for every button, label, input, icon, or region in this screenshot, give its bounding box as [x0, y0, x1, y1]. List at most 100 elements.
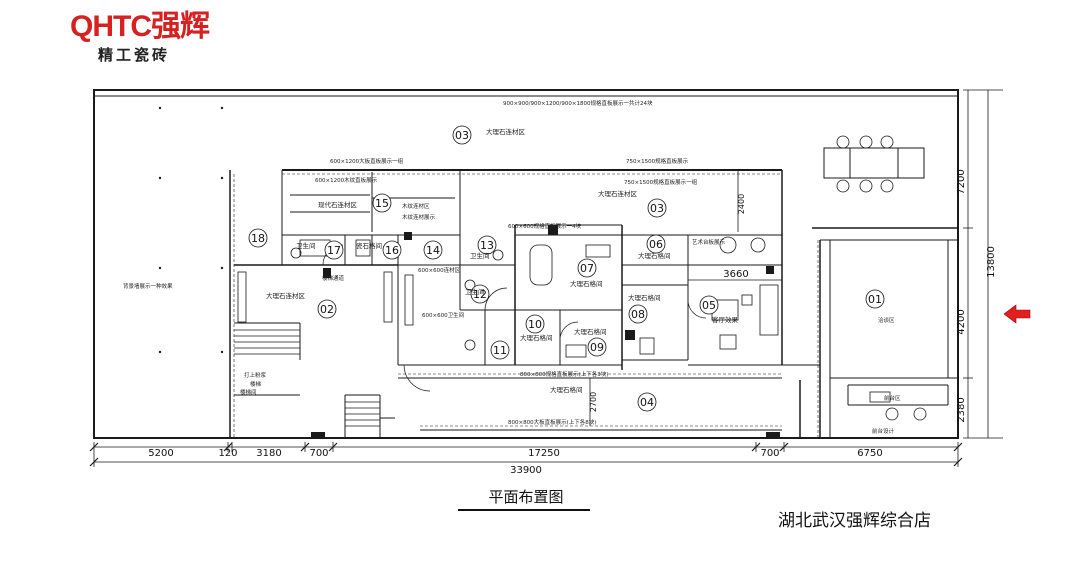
dimension-ticks — [89, 442, 963, 467]
svg-text:03: 03 — [650, 202, 664, 215]
svg-text:卫生间: 卫生间 — [465, 287, 485, 296]
svg-text:10: 10 — [528, 318, 542, 331]
brand-name: QHTC强辉 — [70, 10, 210, 43]
plan-title-underline — [458, 509, 590, 511]
svg-text:16: 16 — [385, 244, 399, 257]
entrance-arrow-icon — [1003, 304, 1031, 324]
room-06: 06 — [646, 234, 666, 254]
svg-text:600×1200木纹直板展示: 600×1200木纹直板展示 — [315, 176, 378, 184]
svg-text:木纹连材展示: 木纹连材展示 — [402, 213, 436, 221]
svg-text:楼梯通道: 楼梯通道 — [322, 274, 345, 282]
svg-text:09: 09 — [590, 341, 604, 354]
room-17: 17 — [324, 240, 344, 260]
svg-text:大理石格间: 大理石格间 — [638, 251, 671, 260]
svg-text:大理石连材区: 大理石连材区 — [486, 127, 526, 136]
brand-tagline: 精工瓷砖 — [98, 46, 171, 64]
svg-text:18: 18 — [251, 232, 265, 245]
svg-text:大理石格间: 大理石格间 — [520, 333, 553, 342]
svg-text:12: 12 — [473, 288, 487, 301]
svg-text:600×1200大板直板展示一组: 600×1200大板直板展示一组 — [330, 157, 404, 165]
svg-text:600×600连材区: 600×600连材区 — [418, 266, 461, 274]
plan-title: 平面布置图 — [488, 488, 564, 506]
svg-text:大理石格间: 大理石格间 — [628, 293, 661, 302]
room-05: 05 — [699, 295, 719, 315]
room-11: 11 — [490, 340, 510, 360]
room-15: 15 — [372, 193, 392, 213]
svg-text:08: 08 — [631, 308, 645, 321]
walls — [93, 89, 959, 439]
svg-text:卫生间: 卫生间 — [470, 251, 490, 260]
room-01: 01 — [865, 289, 885, 309]
svg-text:750×1500规格直板展示一组: 750×1500规格直板展示一组 — [624, 178, 698, 186]
svg-text:3660: 3660 — [723, 269, 748, 280]
svg-text:大理石格间: 大理石格间 — [570, 279, 603, 288]
svg-text:13800: 13800 — [986, 246, 997, 278]
room-02: 02 — [317, 299, 337, 319]
room-10: 10 — [525, 314, 545, 334]
svg-text:洽谈区: 洽谈区 — [878, 316, 895, 324]
svg-text:瓷石格间: 瓷石格间 — [356, 241, 382, 250]
svg-text:2700: 2700 — [589, 392, 598, 412]
dimension-lines — [93, 89, 1003, 467]
display-rails — [233, 173, 819, 437]
fixtures — [158, 106, 780, 438]
svg-text:13: 13 — [480, 239, 494, 252]
room-16: 16 — [382, 240, 402, 260]
store-name: 湖北武汉强辉综合店 — [778, 511, 931, 531]
room-03-top: 03 — [452, 125, 472, 145]
svg-text:4200: 4200 — [956, 309, 967, 334]
room-03-mid: 03 — [647, 198, 667, 218]
svg-text:楼梯: 楼梯 — [250, 380, 262, 388]
room-13: 13 — [477, 235, 497, 255]
svg-text:17: 17 — [327, 244, 341, 257]
svg-text:07: 07 — [580, 262, 594, 275]
room-08: 08 — [628, 304, 648, 324]
svg-text:750×1500规格直板展示: 750×1500规格直板展示 — [626, 157, 689, 165]
svg-text:600×600卫生间: 600×600卫生间 — [422, 311, 464, 319]
svg-text:大理石格间: 大理石格间 — [574, 327, 607, 336]
svg-text:06: 06 — [649, 238, 663, 251]
svg-text:120: 120 — [218, 448, 237, 459]
svg-text:05: 05 — [702, 299, 716, 312]
dimension-text: 5200 120 3180 700 17250 700 6750 33900 7… — [148, 169, 997, 476]
svg-text:楼梯间: 楼梯间 — [240, 388, 257, 396]
svg-text:客厅效果: 客厅效果 — [712, 315, 739, 324]
brand-logo: QHTC强辉 精工瓷砖 — [70, 10, 240, 64]
room-labels: 大理石连材区 大理石连材区 大理石连材区 大理石格间 客厅效果 大理石格间 大理… — [266, 127, 739, 394]
svg-text:5200: 5200 — [148, 448, 173, 459]
svg-text:卫生间: 卫生间 — [296, 241, 316, 250]
svg-text:01: 01 — [868, 293, 882, 306]
svg-text:背景墙展示一种效果: 背景墙展示一种效果 — [123, 282, 173, 290]
svg-text:2400: 2400 — [737, 194, 746, 214]
svg-text:700: 700 — [760, 448, 779, 459]
svg-text:600×600规格直板展示一4块: 600×600规格直板展示一4块 — [508, 222, 582, 230]
svg-text:02: 02 — [320, 303, 334, 316]
room-04: 04 — [637, 392, 657, 412]
svg-text:大理石连材区: 大理石连材区 — [598, 189, 638, 198]
svg-text:3180: 3180 — [256, 448, 281, 459]
room-12: 12 — [470, 284, 490, 304]
svg-text:打上粉浆: 打上粉浆 — [244, 371, 267, 379]
svg-text:大理石格间: 大理石格间 — [550, 385, 583, 394]
svg-text:现代石连材区: 现代石连材区 — [318, 200, 358, 209]
furniture — [237, 135, 927, 421]
svg-text:15: 15 — [375, 197, 389, 210]
svg-text:2380: 2380 — [956, 397, 967, 422]
svg-text:800×800规格直板展示(上下各3块): 800×800规格直板展示(上下各3块) — [520, 370, 608, 378]
svg-text:03: 03 — [455, 129, 469, 142]
room-14: 14 — [423, 240, 443, 260]
notes: 900×900/900×1200/900×1800规格直板展示一共计24块 60… — [123, 99, 901, 435]
svg-text:04: 04 — [640, 396, 654, 409]
svg-text:900×900/900×1200/900×1800规格直板展: 900×900/900×1200/900×1800规格直板展示一共计24块 — [503, 99, 653, 107]
svg-text:14: 14 — [426, 244, 440, 257]
svg-text:800×800大板直板展示(上下各8块): 800×800大板直板展示(上下各8块) — [508, 418, 596, 426]
svg-text:大理石连材区: 大理石连材区 — [266, 291, 306, 300]
room-09: 09 — [587, 337, 607, 357]
svg-text:33900: 33900 — [510, 465, 542, 476]
svg-text:前台设计: 前台设计 — [872, 427, 895, 435]
svg-text:7200: 7200 — [956, 169, 967, 194]
svg-text:前台区: 前台区 — [884, 394, 901, 402]
room-numbers: 01 02 03 03 04 05 06 07 08 09 10 11 12 1… — [248, 125, 885, 412]
room-07: 07 — [577, 258, 597, 278]
